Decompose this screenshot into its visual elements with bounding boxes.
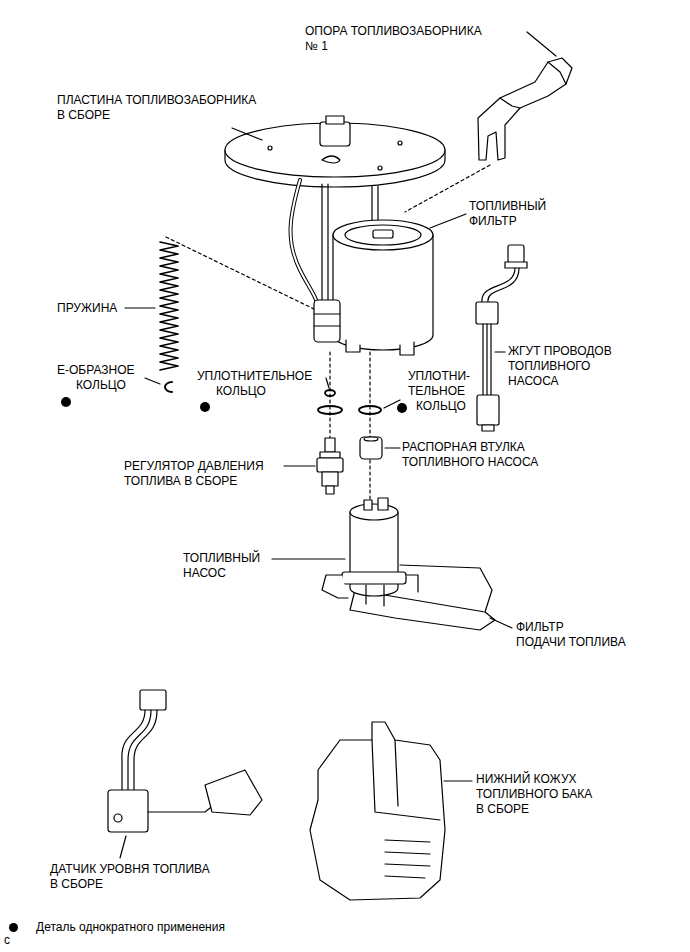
wire-harness [476, 245, 527, 431]
support-bracket [478, 58, 572, 160]
leader-line [272, 558, 345, 559]
part-label: ТОПЛИВНЫЙ НАСОС [183, 551, 260, 581]
leader-line [284, 465, 315, 466]
o-ring [318, 390, 381, 414]
legend-text: Деталь однократного применения [36, 920, 225, 935]
spring [160, 242, 178, 370]
part-label: ДАТЧИК УРОВНЯ ТОПЛИВА В СБОРЕ [50, 862, 210, 892]
leader-line [444, 780, 472, 781]
suction-plate [225, 116, 445, 187]
leader-line [385, 447, 400, 448]
part-label: НИЖНИЙ КОЖУХ ТОПЛИВНОГО БАКА В СБОРЕ [476, 772, 592, 817]
part-label: РАСПОРНАЯ ВТУЛКА ТОПЛИВНОГО НАСОСА [402, 440, 538, 470]
part-label: ПРУЖИНА [57, 301, 117, 316]
leader-line [430, 214, 466, 228]
part-label: ЖГУТ ПРОВОДОВ ТОПЛИВНОГО НАСОСА [508, 344, 612, 389]
fuel-pump [322, 498, 495, 630]
part-label: ОПОРА ТОПЛИВОЗАБОРНИКА № 1 [305, 24, 482, 54]
leader-line [326, 378, 329, 388]
part-label: УПЛОТНИ- ТЕЛЬНОЕ КОЛЬЦО [408, 369, 470, 414]
leader-line [145, 378, 160, 384]
leader-line [527, 32, 556, 56]
part-label: ФИЛЬТР ПОДАЧИ ТОПЛИВА [516, 620, 626, 650]
part-label: Е-ОБРАЗНОЕ КОЛЬЦО [57, 363, 135, 393]
one-time-dot [61, 397, 407, 413]
legend-dot [9, 923, 18, 932]
e-ring [165, 382, 172, 392]
part-label: РЕГУЛЯТОР ДАВЛЕНИЯ ТОПЛИВА В СБОРЕ [124, 459, 264, 489]
pump-spacer [360, 437, 382, 459]
part-label: c [4, 933, 10, 948]
leader-line [120, 836, 126, 858]
part-label: ТОПЛИВНЫЙ ФИЛЬТР [469, 199, 546, 229]
fuel-filter [314, 220, 433, 355]
lower-case [310, 722, 445, 900]
pressure-regulator [317, 438, 343, 494]
part-label: ПЛАСТИНА ТОПЛИВОЗАБОРНИКА В СБОРЕ [57, 93, 256, 123]
leader-line [490, 618, 512, 628]
leader-line [495, 351, 505, 352]
leader-line [232, 128, 262, 140]
level-sensor [108, 690, 262, 832]
part-label: УПЛОТНИТЕЛЬНОЕ КОЛЬЦО [197, 369, 312, 399]
leader-line [125, 307, 155, 308]
